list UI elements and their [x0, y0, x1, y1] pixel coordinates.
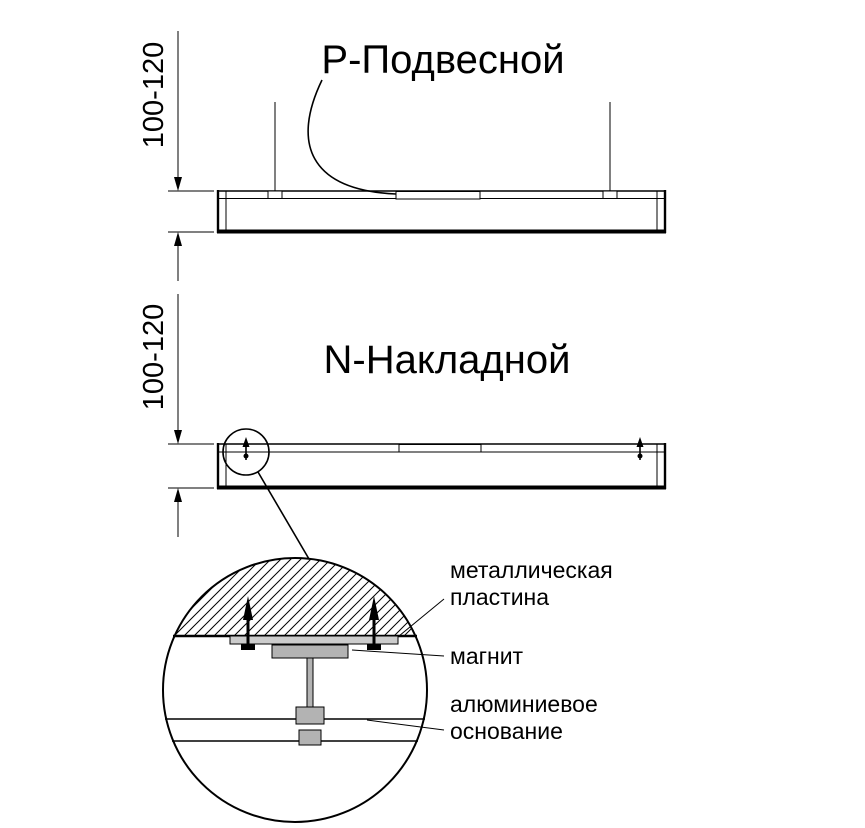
- screw-point: [243, 453, 249, 459]
- pendant-dimension-label: 100-120: [138, 42, 170, 148]
- metal-plate-label-line1: металлическая: [450, 557, 613, 583]
- detail-labels: металлическая пластина магнит алюминиево…: [351, 557, 613, 744]
- dimension-arrow-up-icon: [174, 488, 182, 502]
- screw-tip-icon: [243, 596, 253, 620]
- pendant-title-leader-curve: [307, 79, 397, 195]
- detail-screw-right: [367, 596, 381, 650]
- base-block-lower: [298, 729, 322, 746]
- pendant-view: Р-Подвесной 100-120: [138, 31, 667, 281]
- aluminum-base-leader: [366, 719, 445, 731]
- surface-title: N-Накладной: [324, 338, 571, 382]
- screw-tip-icon: [636, 437, 644, 447]
- dimension-arrow-up-icon: [174, 232, 182, 246]
- metal-plate-label-line2: пластина: [450, 584, 549, 610]
- aluminum-base-label-line2: основание: [450, 718, 563, 744]
- dimension-arrow-down-icon: [174, 177, 182, 191]
- pendant-profile: [216, 190, 667, 234]
- screw-head: [241, 644, 255, 650]
- base-block-upper: [295, 706, 325, 725]
- mounting-box: [395, 191, 481, 200]
- magnet: [271, 644, 349, 659]
- pendant-title: Р-Подвесной: [321, 38, 564, 82]
- surface-profile: [216, 443, 667, 490]
- surface-screw-left: [242, 437, 250, 460]
- ceiling-hatch: [163, 558, 427, 636]
- wire-fitting-left: [267, 190, 283, 199]
- screw-head: [367, 644, 381, 650]
- magnet-label: магнит: [450, 643, 524, 669]
- surface-dimension-label: 100-120: [138, 304, 170, 410]
- aluminum-base-label-line1: алюминиевое: [450, 691, 598, 717]
- screw-tip-icon: [369, 596, 379, 620]
- ceiling-hatch-region: [163, 558, 427, 636]
- wire-fitting-right: [602, 190, 618, 199]
- metal-plate-leader: [398, 598, 445, 637]
- surface-dimension: 100-120: [138, 294, 214, 537]
- surface-view: N-Накладной: [138, 294, 667, 560]
- detail-callout-leader: [257, 471, 310, 560]
- screw-tip-icon: [242, 437, 250, 447]
- dimension-arrow-down-icon: [174, 430, 182, 444]
- screw-point: [637, 453, 643, 459]
- detail-screw-left: [241, 596, 255, 650]
- mounting-box: [398, 444, 482, 453]
- pendant-dimension: 100-120: [138, 31, 214, 281]
- detail-view: [162, 557, 428, 823]
- detail-callout-circle: [222, 428, 270, 476]
- metal-plate: [229, 635, 399, 645]
- magnet-leader: [351, 649, 445, 657]
- magnet-stem: [306, 657, 314, 711]
- detail-circle: [162, 557, 428, 823]
- surface-screw-right: [636, 437, 644, 460]
